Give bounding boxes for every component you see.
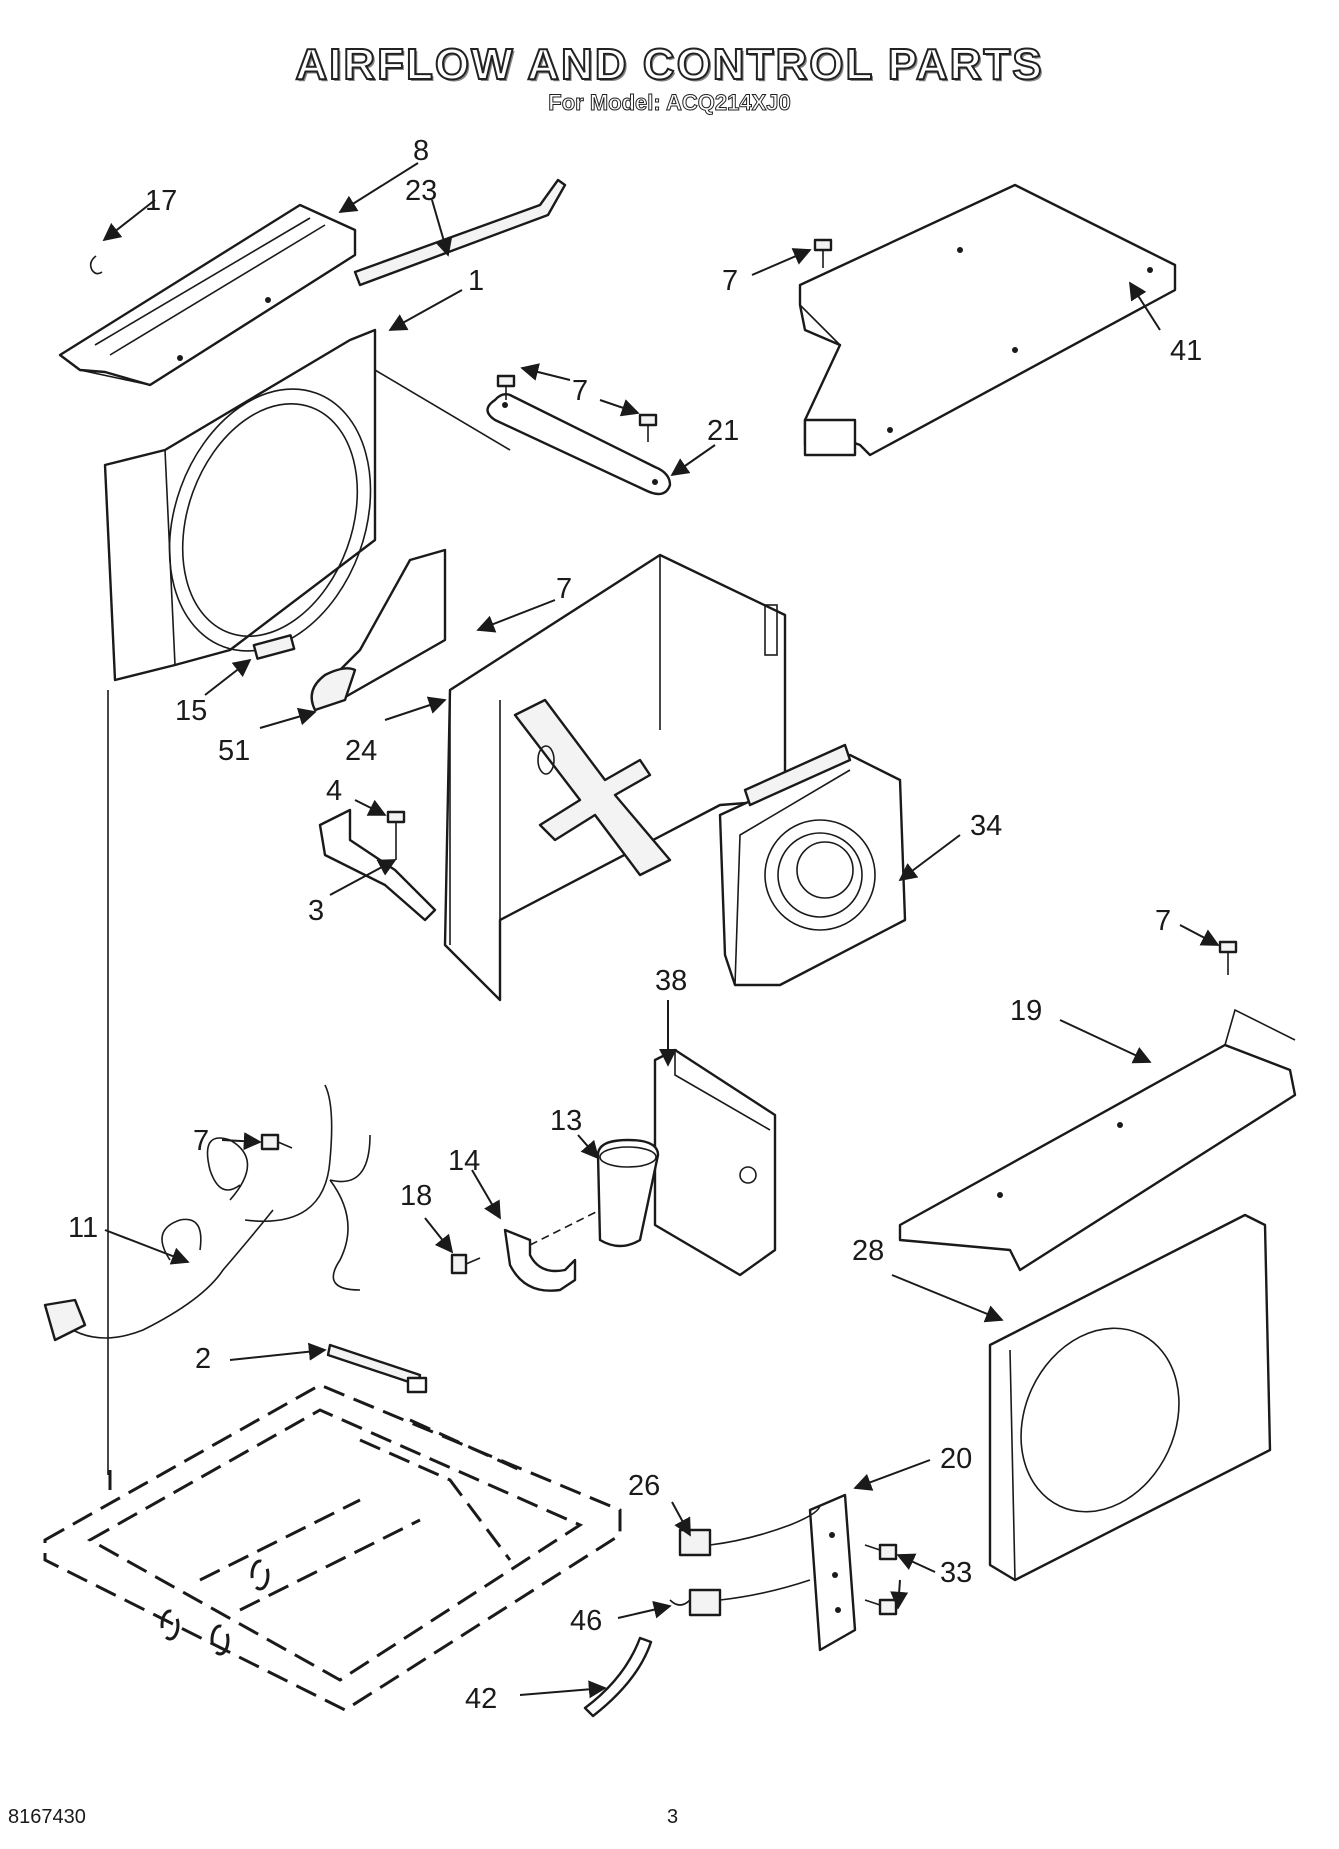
callout-7-cord: 7 [193, 1125, 209, 1157]
callout-41: 41 [1170, 335, 1202, 367]
callout-17: 17 [145, 185, 177, 217]
part-4-screw [386, 810, 406, 860]
callout-15: 15 [175, 695, 207, 727]
callout-1: 1 [468, 265, 484, 297]
part-42-drain-tube [583, 1636, 653, 1718]
callout-leaders [102, 162, 1220, 1699]
page-title: AIRFLOW AND CONTROL PARTS [294, 39, 1044, 90]
screw-7-a [496, 374, 516, 400]
callout-3: 3 [308, 895, 324, 927]
callout-13: 13 [550, 1105, 582, 1137]
part-19-panel [898, 1008, 1297, 1272]
part-38-control-bracket [653, 1048, 777, 1277]
part-21-bracket [486, 392, 672, 496]
screw-7-b [638, 413, 658, 442]
part-24-housing [443, 553, 787, 1002]
part-41-top-cover [798, 183, 1177, 457]
part-28-shroud [988, 1213, 1272, 1582]
part-23-gasket [353, 178, 567, 287]
part-34-scroll [718, 743, 907, 987]
callout-51: 51 [218, 735, 250, 767]
callout-14: 14 [448, 1145, 480, 1177]
callout-8: 8 [413, 135, 429, 167]
part-1-fan-shroud [103, 328, 511, 682]
part-18-screw [450, 1253, 481, 1275]
callout-7-top: 7 [722, 265, 738, 297]
callout-7: 7 [572, 375, 588, 407]
callout-labels: 8 17 23 1 7 21 41 7 7 7 15 51 24 4 3 34 … [68, 135, 1202, 1715]
callout-18: 18 [400, 1180, 432, 1212]
callout-2: 2 [195, 1343, 211, 1375]
part-46-switch [669, 1579, 811, 1617]
part-33-screws [864, 1543, 898, 1616]
callout-11: 11 [68, 1212, 98, 1244]
screw-7-cord [260, 1133, 293, 1151]
callout-28: 28 [852, 1235, 884, 1267]
part-17-clip [89, 255, 103, 275]
callout-7-right: 7 [1155, 905, 1171, 937]
callout-4: 4 [326, 775, 342, 807]
part-8-top-panel [58, 203, 357, 387]
base-pan [43, 1383, 622, 1712]
document-number: 8167430 [8, 1806, 86, 1828]
part-14-clamp [503, 1209, 601, 1292]
callout-42: 42 [465, 1683, 497, 1715]
part-15-block [252, 634, 296, 660]
part-3-bracket [318, 808, 437, 922]
model-subtitle: For Model: ACQ214XJ0 [548, 90, 791, 116]
callout-34: 34 [970, 810, 1002, 842]
callout-23: 23 [405, 175, 437, 207]
callout-20: 20 [940, 1443, 972, 1475]
callout-46: 46 [570, 1605, 602, 1637]
callout-38: 38 [655, 965, 687, 997]
part-20-terminal-board [808, 1493, 857, 1652]
screw-7-right [1218, 940, 1238, 975]
callout-21: 21 [707, 415, 739, 447]
page-number: 3 [667, 1806, 679, 1828]
callout-33: 33 [940, 1557, 972, 1589]
part-13-capacitor [596, 1138, 660, 1248]
part-11-power-cord [43, 1084, 371, 1342]
callout-19: 19 [1010, 995, 1042, 1027]
screw-7-top [813, 238, 833, 268]
callout-7-housing: 7 [556, 573, 572, 605]
callout-26: 26 [628, 1470, 660, 1502]
callout-24: 24 [345, 735, 377, 767]
part-2-tie-strap [326, 1343, 428, 1394]
part-26-switch [678, 1504, 821, 1557]
part-51-baffle [310, 548, 447, 712]
